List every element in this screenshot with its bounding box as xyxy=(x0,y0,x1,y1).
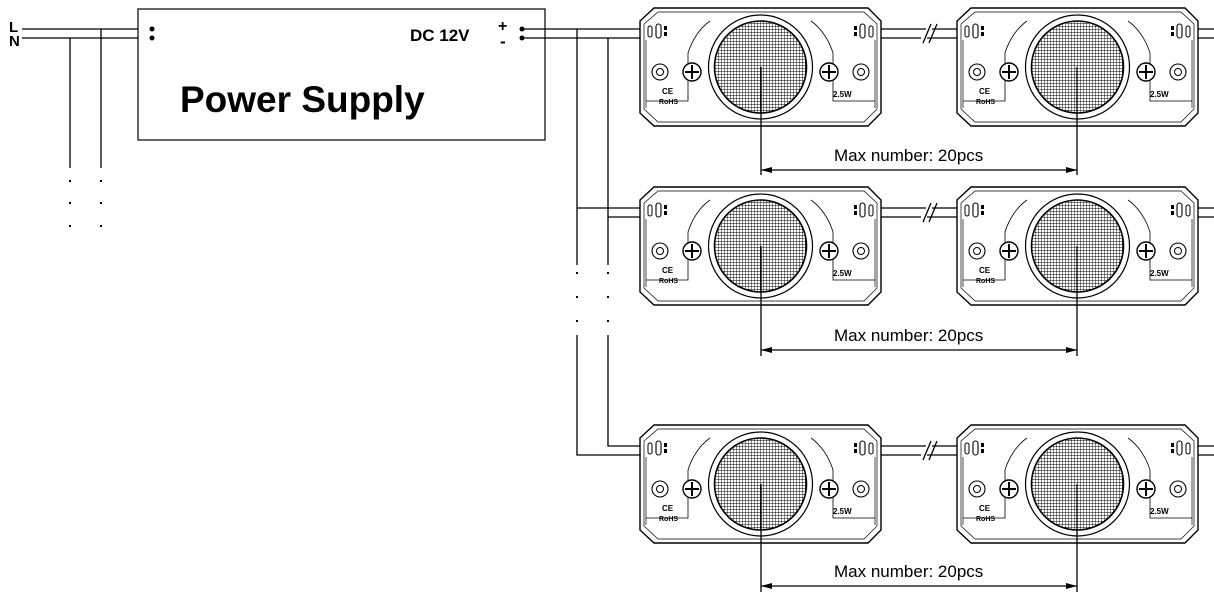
row3-feed-b xyxy=(607,335,640,447)
ce-mark: CE xyxy=(662,504,674,513)
minus-sign: - xyxy=(500,32,506,51)
max-number-label: Max number: 20pcs xyxy=(834,326,983,345)
power-rating: 2.5W xyxy=(833,507,852,516)
led-row-3: CE RoHS 2.5W CE RoHS 2.5W Max number: 20… xyxy=(639,424,1214,592)
ce-mark: CE xyxy=(662,87,674,96)
max-number-dimension: Max number: 20pcs xyxy=(760,246,1078,356)
continuation-wire xyxy=(1198,207,1214,218)
rohs-mark: RoHS xyxy=(659,278,678,285)
interconnect-wire xyxy=(881,445,957,456)
power-rating: 2.5W xyxy=(1150,507,1169,516)
power-rating: 2.5W xyxy=(833,269,852,278)
max-number-dimension: Max number: 20pcs xyxy=(760,67,1078,175)
rohs-mark: RoHS xyxy=(976,278,995,285)
continuation-wire xyxy=(1198,28,1214,39)
ce-mark: CE xyxy=(979,87,991,96)
break-mark xyxy=(922,440,938,461)
input-terminal xyxy=(149,26,155,41)
ac-input: L N xyxy=(9,19,152,227)
power-rating: 2.5W xyxy=(833,90,852,99)
power-rating: 2.5W xyxy=(1150,90,1169,99)
ce-mark: CE xyxy=(979,266,991,275)
break-mark xyxy=(922,23,938,44)
power-supply: Power Supply DC 12V + - xyxy=(137,8,546,141)
continuation-dots-bus xyxy=(576,272,609,322)
output-voltage-label: DC 12V xyxy=(410,26,470,45)
power-rating: 2.5W xyxy=(1150,269,1169,278)
led-row-2: CE RoHS 2.5W CE RoHS 2.5W Max number: 20… xyxy=(639,186,1214,356)
neutral-label: N xyxy=(9,33,20,50)
power-supply-box xyxy=(137,8,546,141)
rohs-mark: RoHS xyxy=(659,516,678,523)
break-mark xyxy=(922,202,938,223)
power-supply-title: Power Supply xyxy=(180,79,425,120)
continuation-wire xyxy=(1198,445,1214,456)
ce-mark: CE xyxy=(662,266,674,275)
line-label: L xyxy=(9,19,18,36)
rohs-mark: RoHS xyxy=(659,99,678,106)
rohs-mark: RoHS xyxy=(976,99,995,106)
max-number-dimension: Max number: 20pcs xyxy=(760,484,1078,592)
row3-feed-a xyxy=(576,335,640,456)
rohs-mark: RoHS xyxy=(976,516,995,523)
ce-mark: CE xyxy=(979,504,991,513)
dc-bus xyxy=(522,28,640,456)
max-number-label: Max number: 20pcs xyxy=(834,146,983,165)
interconnect-wire xyxy=(881,207,957,218)
plus-sign: + xyxy=(498,18,507,35)
continuation-dots-input xyxy=(69,180,102,227)
led-row-1: CE RoHS 2.5W CE RoHS 2.5W Max number: 20… xyxy=(639,7,1214,175)
max-number-label: Max number: 20pcs xyxy=(834,562,983,581)
interconnect-wire xyxy=(881,28,957,39)
